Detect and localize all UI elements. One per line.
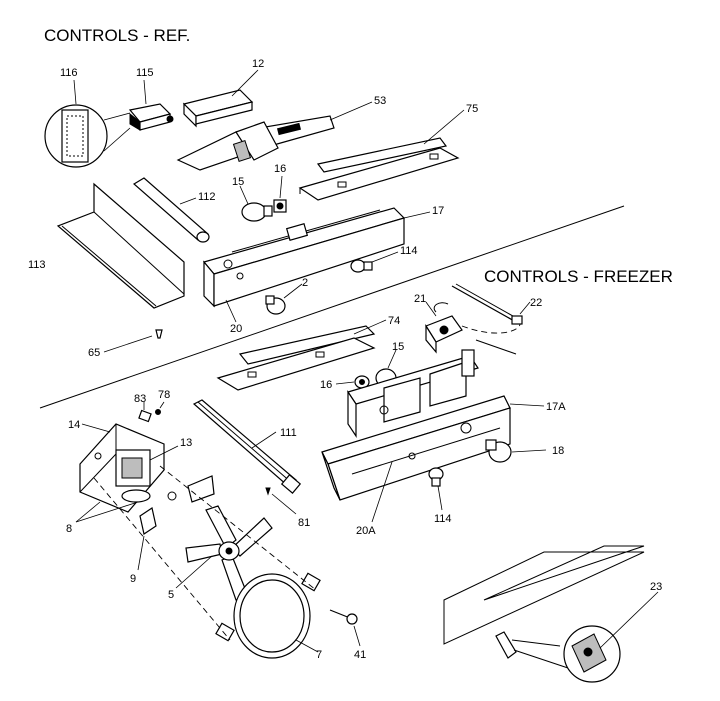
label-16-ref: 16 <box>274 163 286 175</box>
part-20a-front-panel <box>321 395 511 501</box>
leader-lines <box>73 69 659 653</box>
label-8: 8 <box>66 523 72 535</box>
part-114-knob-ref <box>350 259 373 273</box>
label-17a: 17A <box>546 401 566 413</box>
part-114-knob-freezer <box>428 467 444 487</box>
part-74-plate <box>216 325 376 391</box>
part-21-thermostat <box>425 302 463 354</box>
label-17: 17 <box>432 205 444 217</box>
label-22: 22 <box>530 297 542 309</box>
part-15-bulb-ref <box>241 202 273 222</box>
label-111: 111 <box>280 427 297 439</box>
part-112-tube <box>132 177 210 243</box>
part-53-light-shield <box>176 115 335 171</box>
part-116-detail-circle <box>44 104 131 168</box>
part-65-screw <box>155 329 163 339</box>
assembly-line-2 <box>159 465 317 591</box>
label-16-freezer: 16 <box>320 379 332 391</box>
section-divider <box>39 205 625 409</box>
label-78: 78 <box>158 389 170 401</box>
part-13-fan-motor <box>115 449 151 503</box>
part-17a-control-housing <box>347 349 479 438</box>
label-9: 9 <box>130 573 136 585</box>
part-41-screw <box>329 609 358 625</box>
label-113: 113 <box>28 259 46 271</box>
part-17-control-housing <box>202 207 406 308</box>
label-15-freezer: 15 <box>392 341 404 353</box>
label-75: 75 <box>466 103 478 115</box>
part-78-screw <box>155 409 161 415</box>
label-41: 41 <box>354 649 366 661</box>
label-2: 2 <box>302 277 308 289</box>
part-16-socket-ref <box>273 199 287 213</box>
label-7: 7 <box>316 649 322 661</box>
part-111-wire-harness <box>192 399 302 494</box>
part-113-channel <box>56 182 185 309</box>
label-18: 18 <box>552 445 564 457</box>
part-75-plate <box>298 137 460 201</box>
label-83: 83 <box>134 393 146 405</box>
label-114-freezer: 114 <box>434 513 452 525</box>
label-112: 112 <box>198 191 216 203</box>
label-14: 14 <box>68 419 80 431</box>
part-7-fan-shroud <box>215 572 321 659</box>
title-controls-ref: CONTROLS - REF. <box>44 26 190 45</box>
label-20: 20 <box>230 323 242 335</box>
assembly-line-1 <box>93 477 231 641</box>
title-controls-freezer: CONTROLS - FREEZER <box>484 267 673 286</box>
part-5-fan-blade <box>185 505 273 601</box>
label-116: 116 <box>60 67 78 79</box>
part-12-bracket <box>182 89 254 128</box>
part-18-knob <box>485 439 512 463</box>
part-23-detail <box>443 545 645 683</box>
label-74: 74 <box>388 315 400 327</box>
label-21: 21 <box>414 293 426 305</box>
part-83-clip <box>138 409 152 423</box>
label-20a: 20A <box>356 525 376 537</box>
label-115: 115 <box>136 67 154 79</box>
label-114-ref: 114 <box>400 245 418 257</box>
label-5: 5 <box>168 589 174 601</box>
part-81-clip <box>265 487 271 496</box>
label-12: 12 <box>252 58 264 70</box>
label-15-ref: 15 <box>232 176 244 188</box>
part-9-clip <box>139 475 215 535</box>
label-65: 65 <box>88 347 100 359</box>
label-81: 81 <box>298 517 310 529</box>
part-115-switch <box>128 103 174 131</box>
label-23: 23 <box>650 581 662 593</box>
label-53: 53 <box>374 95 386 107</box>
label-13: 13 <box>180 437 192 449</box>
part-2-knob <box>265 295 286 315</box>
part-22-capillary <box>451 283 523 355</box>
